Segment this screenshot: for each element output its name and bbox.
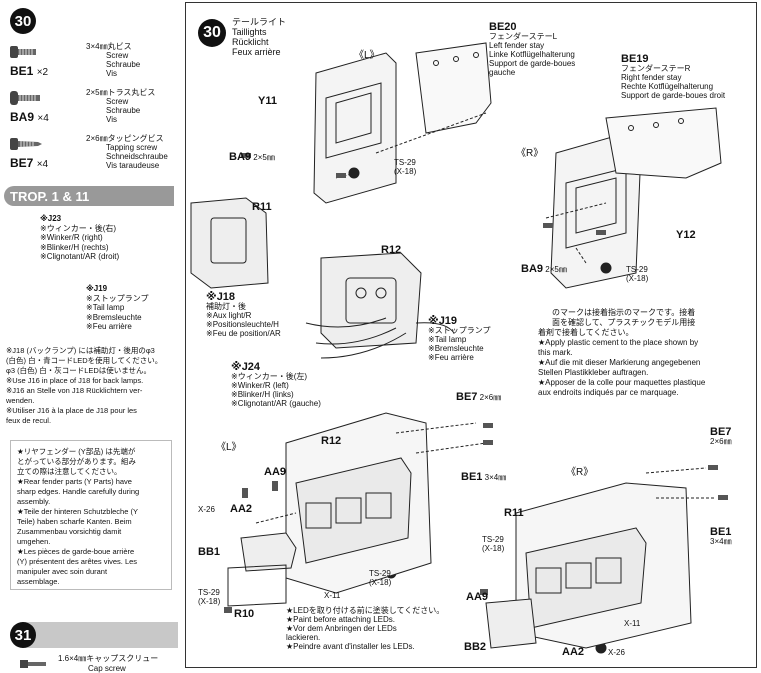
screw-code: BA9 ×4: [10, 110, 49, 124]
r12-label: R12: [381, 244, 402, 256]
step-31-badge: 31: [10, 622, 36, 648]
r11-label: R11: [252, 201, 272, 213]
step-31-bar: [22, 622, 178, 648]
x11-label-right: X-11: [624, 619, 641, 628]
aa9-label-left: AA9: [264, 466, 287, 478]
ts29-label: TS-29(X-18): [394, 158, 417, 176]
y12-label: Y12: [676, 229, 696, 241]
step-number: 31: [14, 626, 32, 644]
cement-note: のマークは接着指示のマークです。接着面を確認して、プラスチックモデル用接着剤で接…: [538, 308, 706, 397]
screw-code: BE1 ×2: [10, 64, 49, 78]
screw-icon: [10, 138, 42, 150]
j16-note: ※J18 (バックランプ) には補助灯・後用のφ3(白色) 白・青コードLEDを…: [6, 346, 163, 425]
r10-label: R10: [234, 608, 255, 620]
be7-label: BE7 2×6㎜: [456, 391, 502, 403]
ts29-label: TS-29(X-18): [626, 265, 649, 283]
aa2-label-left: AA2: [230, 503, 253, 515]
ba9-label-right: BA9 2×5㎜: [521, 263, 567, 275]
bb2-label: BB2: [464, 641, 487, 653]
step-30-badge-main: 30: [198, 19, 226, 47]
cap-screw-icon: [20, 660, 46, 668]
x26-label-right: X-26: [608, 648, 625, 657]
ts29-lower-right: TS-29(X-18): [482, 535, 505, 553]
left-side-mark-lower: 《L》: [216, 442, 242, 453]
ba9-label-left: BA9 2×5㎜: [229, 151, 275, 163]
assembly-drawing: [190, 42, 728, 654]
x11-label-left: X-11: [324, 591, 341, 600]
screw-icon: [10, 46, 36, 58]
right-side-mark: 《R》: [516, 148, 544, 159]
left-side-mark: 《L》: [354, 50, 380, 61]
aa2-label-right: AA2: [562, 646, 585, 658]
x26-label-left: X-26: [198, 505, 215, 514]
j23-label: ※J23 ※ウィンカー・後(右)※Winker/R (right)※Blinke…: [40, 214, 120, 261]
j19-label-center: ※J19 ※ストップランプ※Tail lamp※Bremsleuchte※Feu…: [428, 315, 491, 363]
screw-code: BE7 ×4: [10, 156, 49, 170]
j19-label: ※J19 ※ストップランプ※Tail lamp※Bremsleuchte※Feu…: [86, 284, 149, 331]
right-side-mark-lower: 《R》: [566, 467, 594, 478]
step-number: 30: [203, 24, 221, 41]
ts29-lower-left: TS-29(X-18): [198, 588, 221, 606]
r12-label-lower: R12: [321, 435, 342, 447]
y11-label: Y11: [258, 95, 277, 107]
led-paint-note: ★LEDを取り付ける前に塗装してください。★Paint before attac…: [286, 606, 445, 651]
sharp-edges-warning: ★リヤフェンダー (Y部品) は先端がとがっている部分があります。組み立ての際は…: [10, 440, 172, 590]
trop-label: TROP. 1 & 11: [4, 186, 174, 206]
r11-label-lower: R11: [504, 507, 524, 519]
j24-label: ※J24 ※ウィンカー・後(左)※Winker/R (left)※Blinker…: [231, 361, 321, 409]
be1-label: BE1 3×4㎜: [461, 471, 507, 483]
screw-icon: [10, 91, 40, 105]
ts29-lower-center: TS-29(X-18): [369, 569, 392, 587]
aa9-label-right: AA9: [466, 591, 489, 603]
step-number: 30: [14, 12, 32, 30]
j18-label: ※J18 補助灯・後※Aux light/R※Positionsleuchte/…: [206, 291, 281, 339]
step-30-bar: [22, 8, 178, 34]
step-30-badge: 30: [10, 8, 36, 34]
bb1-label: BB1: [198, 546, 221, 558]
